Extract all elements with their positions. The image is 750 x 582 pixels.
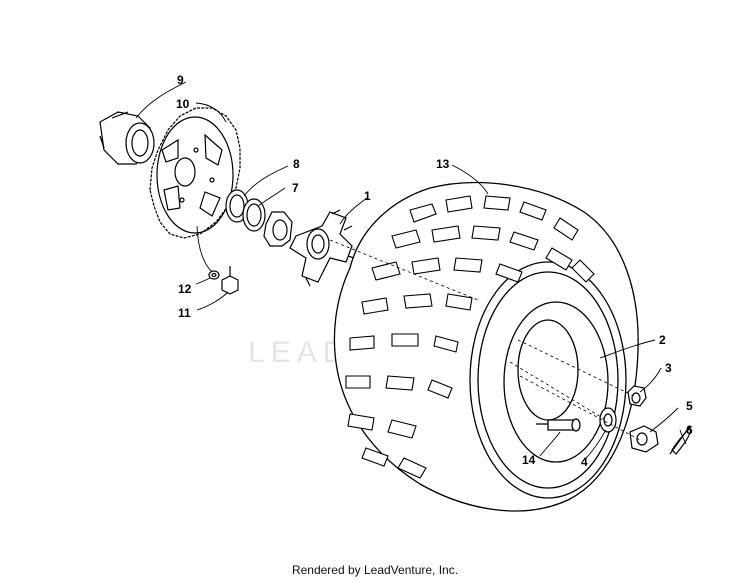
washer-part-12 [208,270,220,280]
sprocket-part-10 [149,107,241,239]
valve-stem-part-14 [536,418,581,432]
cotter-pin-part-6 [669,425,691,455]
callout-4: 4 [581,455,588,469]
spacer-rings-part-8 [225,189,266,232]
callout-6: 6 [686,423,693,437]
callout-7: 7 [292,181,299,195]
tire-part-13 [333,181,639,512]
castle-nut-part-5 [629,425,659,453]
washer-part-4 [599,407,617,433]
callout-8: 8 [293,157,300,171]
wheel-hub-part-1 [289,209,355,287]
rear-hub-part-9 [99,111,155,165]
lock-nut-part-7 [263,211,293,247]
callout-13: 13 [436,157,450,171]
callout-11: 11 [178,306,191,320]
callout-10: 10 [176,97,190,111]
assembly-lines [329,239,641,441]
callout-9: 9 [177,73,184,87]
callout-3: 3 [665,361,672,375]
callout-labels: 9 10 8 7 1 12 11 13 2 3 5 6 4 14 [176,73,693,469]
leader-lines [135,81,687,459]
bolt-part-11 [221,266,239,295]
callout-1: 1 [364,189,371,203]
callout-14: 14 [522,453,536,467]
footer-credit: Rendered by LeadVenture, Inc. [291,563,459,577]
callout-12: 12 [178,282,192,296]
callout-2: 2 [659,333,666,347]
tread-lugs [345,195,595,479]
callout-5: 5 [686,399,693,413]
